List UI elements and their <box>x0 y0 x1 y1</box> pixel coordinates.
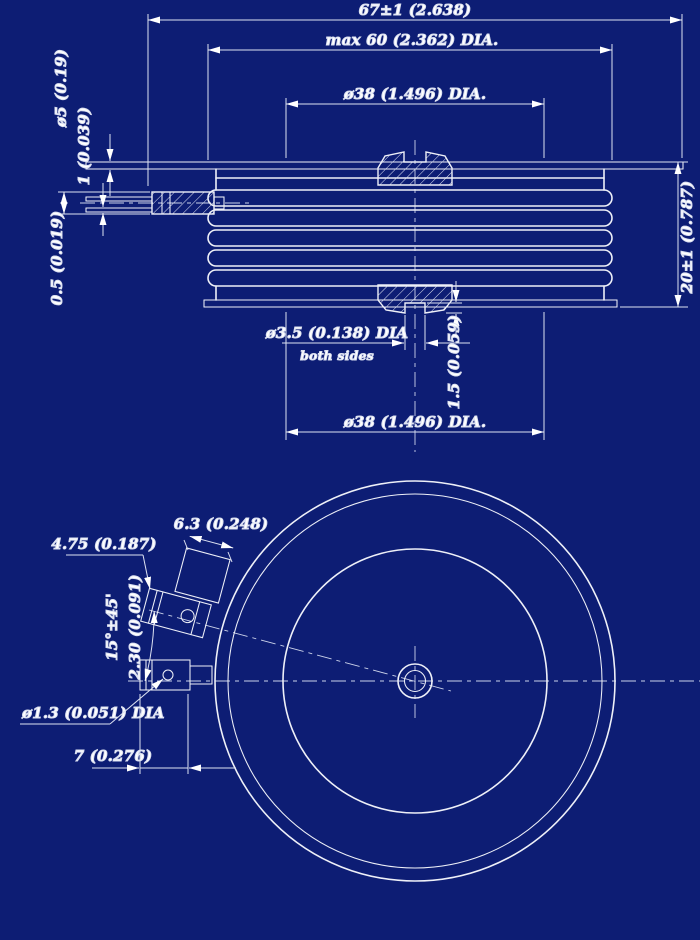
dim-bottom-pole-diameter: ø38 (1.496) DIA. <box>285 312 545 440</box>
dim-terminal-angle-label: 15°±45' <box>103 593 121 661</box>
side-view-dimensions: 67±1 (2.638) max 60 (2.362) DIA. ø38 (1.… <box>48 1 697 440</box>
ceramic-fin <box>207 209 613 227</box>
aux-terminal-plan <box>139 659 213 691</box>
dim-tab-width: 6.3 (0.248) <box>173 515 269 563</box>
top-pole-section <box>377 151 453 186</box>
dim-tab-width-label: 6.3 (0.248) <box>174 515 269 533</box>
dim-height: 20±1 (0.787) <box>620 161 697 308</box>
dim-center-hole-note: both sides <box>300 348 374 363</box>
gate-terminal-side <box>85 191 225 215</box>
pole-face-circle <box>282 548 548 814</box>
dim-max-diameter: max 60 (2.362) DIA. <box>207 31 613 160</box>
center-hole-circle <box>403 669 427 693</box>
outer-diameter-circle <box>214 480 616 882</box>
dim-height-label: 20±1 (0.787) <box>678 181 696 295</box>
gate-terminal-plan <box>140 587 212 639</box>
ceramic-fin <box>207 249 613 267</box>
dim-flange-thickness-label: 1 (0.039) <box>75 107 93 186</box>
side-view <box>80 140 684 452</box>
dim-terminal-length: 7 (0.276) <box>73 694 236 774</box>
bottom-pole-section <box>377 284 453 314</box>
dim-center-hole: ø3.5 (0.138) DIA both sides <box>264 315 470 364</box>
dim-tab-thickness-label: 2.30 (0.091) <box>126 574 144 680</box>
dim-overall-width: 67±1 (2.638) <box>147 1 683 186</box>
dim-lead-thickness-label: 0.5 (0.019) <box>48 211 66 306</box>
dim-recess-depth: 1.5 (0.059) <box>427 281 464 410</box>
dim-pin-diameter-label: ø1.3 (0.051) DIA <box>21 704 165 722</box>
flange-lip-circle <box>227 493 603 869</box>
dim-top-pole-diameter: ø38 (1.496) DIA. <box>285 85 545 158</box>
dim-max-diameter-label: max 60 (2.362) DIA. <box>326 31 499 49</box>
dim-center-hole-label: ø3.5 (0.138) DIA <box>265 324 409 342</box>
dim-terminal-angle: 15°±45' <box>103 593 158 682</box>
dim-tab-thickness: 2.30 (0.091) <box>126 574 145 681</box>
ceramic-fin <box>207 229 613 247</box>
center-boss-circle <box>397 663 433 699</box>
dim-terminal-width-label: 4.75 (0.187) <box>51 535 156 553</box>
dim-terminal-length-label: 7 (0.276) <box>74 747 153 765</box>
dim-flange-thickness: 1 (0.039) <box>75 106 114 196</box>
dim-top-pole-diameter-label: ø38 (1.496) DIA. <box>343 85 487 103</box>
dim-bottom-pole-diameter-label: ø38 (1.496) DIA. <box>343 413 487 431</box>
gate-axis-centerline <box>148 609 452 692</box>
dim-lead-thickness: 0.5 (0.019) <box>48 183 107 306</box>
gate-tab-square <box>174 547 231 604</box>
ceramic-fin <box>207 189 613 207</box>
ceramic-housing <box>207 168 613 301</box>
dim-pin-diameter: ø1.3 (0.051) DIA <box>20 678 165 725</box>
dim-overall-width-label: 67±1 (2.638) <box>359 1 472 19</box>
dim-terminal-width: 4.75 (0.187) <box>51 535 157 590</box>
gate-rivet-hole <box>180 609 195 624</box>
top-view-dimensions: 6.3 (0.248) 4.75 (0.187) 15°±45' 2.30 (0… <box>20 515 269 774</box>
aux-pin-hole <box>162 669 174 681</box>
top-view <box>128 480 700 882</box>
dim-recess-depth-label: 1.5 (0.059) <box>445 315 463 410</box>
ceramic-fin <box>207 269 613 287</box>
dim-lead-diameter: ø5 (0.19) <box>52 48 150 215</box>
dim-lead-diameter-label: ø5 (0.19) <box>52 49 70 128</box>
